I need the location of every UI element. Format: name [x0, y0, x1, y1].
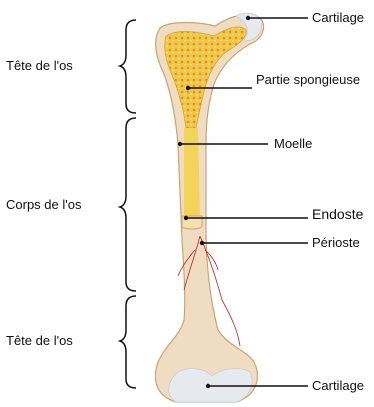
cartilage-bottom-label: Cartilage: [312, 378, 364, 394]
shaft-label: Corps de l'os: [6, 197, 81, 213]
upper-head-label: Tête de l'os: [6, 58, 73, 74]
shaft-brace: [120, 118, 136, 291]
upper-head-brace: [120, 20, 136, 113]
spongy-label: Partie spongieuse: [256, 72, 360, 88]
periosteum-label: Périoste: [312, 235, 360, 251]
marrow-cavity: [184, 128, 200, 218]
endosteum-label: Endoste: [312, 206, 363, 222]
cartilage-top-label: Cartilage: [312, 10, 364, 26]
marrow-label: Moelle: [274, 136, 312, 152]
lower-head-label: Tête de l'os: [6, 333, 73, 349]
lower-head-brace: [120, 296, 136, 388]
